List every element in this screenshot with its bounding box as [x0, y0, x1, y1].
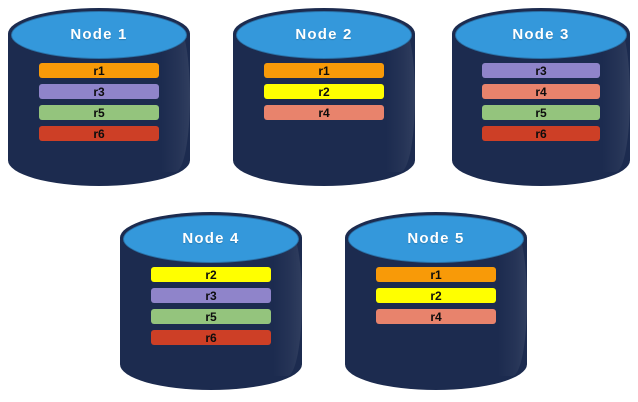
- replica-bar[interactable]: r3: [38, 84, 160, 100]
- replica-label: r2: [205, 267, 217, 282]
- replica-bar[interactable]: r6: [38, 126, 160, 142]
- node-4-replica-list: r2 r3 r5 r6: [150, 267, 272, 346]
- node-4-cylinder-top: Node 4: [122, 214, 300, 263]
- replica-bar[interactable]: r4: [482, 84, 600, 100]
- node-5-cylinder-top: Node 5: [347, 214, 525, 263]
- replica-label: r4: [430, 309, 442, 324]
- replica-bar[interactable]: r3: [150, 288, 272, 304]
- replica-bar[interactable]: r2: [375, 288, 497, 304]
- node-4[interactable]: Node 4 r2 r3 r5 r6: [120, 212, 302, 390]
- node-5-label: Node 5: [407, 230, 465, 248]
- replica-bar[interactable]: r5: [482, 105, 600, 121]
- replica-label: r5: [93, 105, 105, 120]
- replica-bar[interactable]: r5: [150, 309, 272, 325]
- replica-bar[interactable]: r1: [38, 63, 160, 79]
- replica-bar[interactable]: r2: [263, 84, 385, 100]
- node-3[interactable]: Node 3 r3 r4 r5 r6: [452, 8, 630, 186]
- replica-label: r4: [318, 105, 330, 120]
- replica-bar[interactable]: r1: [263, 63, 385, 79]
- node-1[interactable]: Node 1 r1 r3 r5 r6: [8, 8, 190, 186]
- replica-label: r6: [535, 126, 547, 141]
- replica-label: r1: [93, 63, 105, 78]
- replica-label: r2: [318, 84, 330, 99]
- replica-label: r1: [318, 63, 330, 78]
- node-3-label: Node 3: [512, 26, 570, 44]
- replica-label: r2: [430, 288, 442, 303]
- node-3-replica-list: r3 r4 r5 r6: [482, 63, 600, 142]
- node-2-cylinder-top: Node 2: [235, 10, 413, 59]
- replica-bar[interactable]: r2: [150, 267, 272, 283]
- replica-bar[interactable]: r4: [263, 105, 385, 121]
- node-2[interactable]: Node 2 r1 r2 r4: [233, 8, 415, 186]
- node-1-replica-list: r1 r3 r5 r6: [38, 63, 160, 142]
- replica-label: r4: [535, 84, 547, 99]
- replica-label: r3: [205, 288, 217, 303]
- replica-bar[interactable]: r3: [482, 63, 600, 79]
- node-5-replica-list: r1 r2 r4: [375, 267, 497, 325]
- replica-bar[interactable]: r5: [38, 105, 160, 121]
- replica-bar[interactable]: r6: [150, 330, 272, 346]
- replica-bar[interactable]: r1: [375, 267, 497, 283]
- node-2-replica-list: r1 r2 r4: [263, 63, 385, 121]
- node-2-label: Node 2: [295, 26, 353, 44]
- replica-label: r3: [93, 84, 105, 99]
- node-4-label: Node 4: [182, 230, 240, 248]
- node-5[interactable]: Node 5 r1 r2 r4: [345, 212, 527, 390]
- node-1-cylinder-top: Node 1: [10, 10, 188, 59]
- replica-bar[interactable]: r6: [482, 126, 600, 142]
- replica-label: r5: [205, 309, 217, 324]
- node-1-label: Node 1: [70, 26, 128, 44]
- replica-label: r5: [535, 105, 547, 120]
- replica-label: r3: [535, 63, 547, 78]
- replica-bar[interactable]: r4: [375, 309, 497, 325]
- replica-label: r1: [430, 267, 442, 282]
- replica-label: r6: [93, 126, 105, 141]
- replica-label: r6: [205, 330, 217, 345]
- node-3-cylinder-top: Node 3: [454, 10, 628, 59]
